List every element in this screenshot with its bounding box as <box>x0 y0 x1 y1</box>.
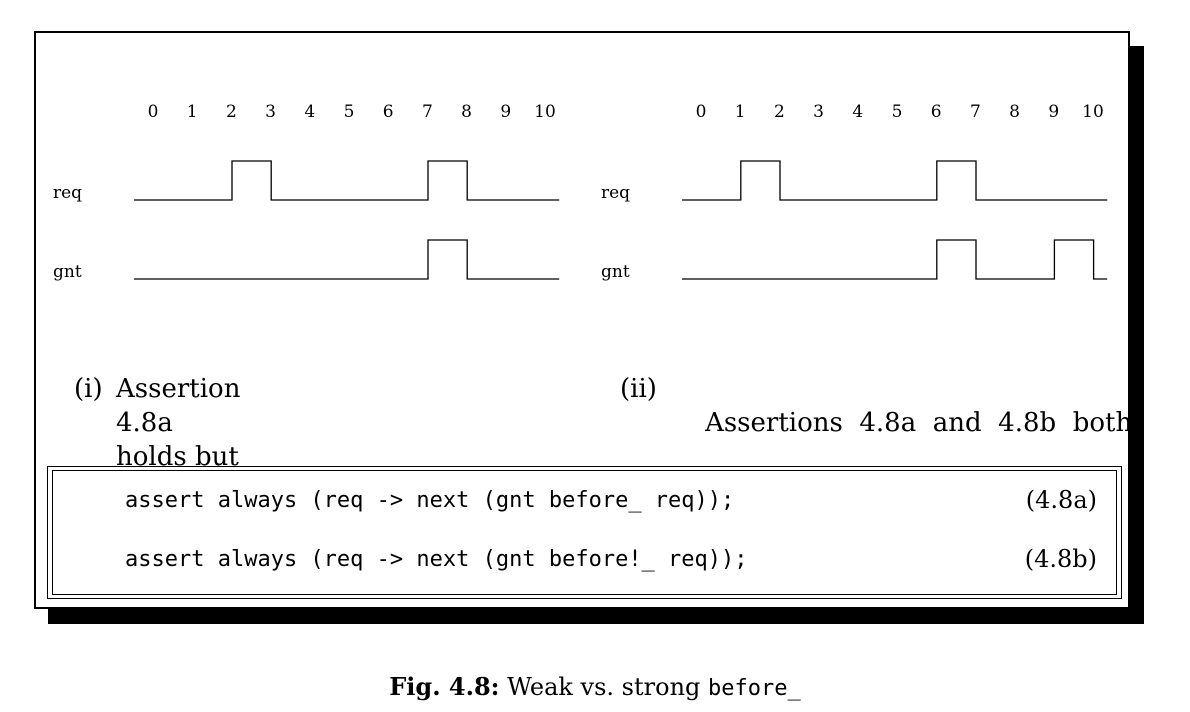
tick-label: 3 <box>265 102 276 122</box>
assertion-box-inner <box>52 470 1117 595</box>
caption-number-2: (ii) <box>620 374 657 404</box>
signal-label-gnt: gnt <box>53 262 82 282</box>
waveform-req <box>682 160 1108 201</box>
tick-label: 6 <box>931 102 942 122</box>
waveform-gnt <box>134 239 560 280</box>
signal-label-req: req <box>601 183 630 203</box>
assertion-box <box>47 466 1122 599</box>
tick-label: 2 <box>774 102 785 122</box>
figure-text: Weak vs. strong <box>507 673 701 701</box>
tick-label: 7 <box>422 102 433 122</box>
tick-label: 7 <box>970 102 981 122</box>
assertion-code-a: assert always (req -> next (gnt before_ … <box>125 488 735 513</box>
tick-label: 10 <box>1082 102 1104 122</box>
tick-label: 9 <box>500 102 511 122</box>
tick-label: 10 <box>534 102 556 122</box>
tick-label: 5 <box>892 102 903 122</box>
assertion-code-b: assert always (req -> next (gnt before!_… <box>125 547 748 572</box>
figure-code: before_ <box>708 676 801 701</box>
tick-label: 8 <box>1009 102 1020 122</box>
tick-label: 6 <box>383 102 394 122</box>
waveform-req <box>134 160 560 201</box>
figure-caption: Fig. 4.8: Weak vs. strong before_ <box>0 672 1190 701</box>
assertion-ref-a: (4.8a) <box>1025 486 1097 514</box>
tick-label: 2 <box>226 102 237 122</box>
tick-label: 4 <box>304 102 315 122</box>
caption-line-2a: Assertions 4.8a and 4.8b both <box>705 408 1133 438</box>
figure-label: Fig. 4.8: <box>389 672 500 701</box>
tick-label: 0 <box>696 102 707 122</box>
tick-label: 3 <box>813 102 824 122</box>
tick-label: 8 <box>461 102 472 122</box>
tick-label: 4 <box>852 102 863 122</box>
signal-label-req: req <box>53 183 82 203</box>
tick-label: 9 <box>1048 102 1059 122</box>
tick-label: 1 <box>735 102 746 122</box>
tick-label: 0 <box>148 102 159 122</box>
caption-number-1: (i) <box>74 374 103 404</box>
tick-label: 5 <box>344 102 355 122</box>
signal-label-gnt: gnt <box>601 262 630 282</box>
tick-label: 1 <box>187 102 198 122</box>
assertion-ref-b: (4.8b) <box>1024 545 1097 573</box>
waveform-gnt <box>682 239 1108 280</box>
